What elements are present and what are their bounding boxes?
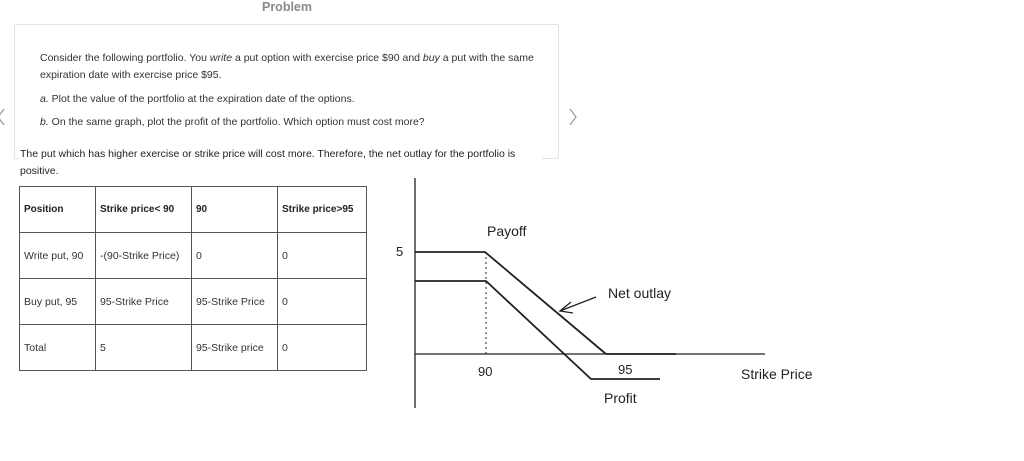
table-header-cell: Strike price< 90 bbox=[95, 186, 192, 233]
part-b-text: On the same graph, plot the profit of th… bbox=[48, 116, 425, 128]
table-header-cell: Strike price>95 bbox=[277, 186, 367, 233]
net-outlay-label: Net outlay bbox=[608, 285, 671, 301]
profit-label: Profit bbox=[604, 390, 637, 406]
table-cell: -(90-Strike Price) bbox=[95, 232, 192, 279]
payoff-label: Payoff bbox=[487, 223, 527, 239]
table-header-row: Position Strike price< 90 90 Strike pric… bbox=[19, 186, 367, 233]
arrow-head-icon bbox=[558, 301, 574, 314]
table-row: Buy put, 95 95-Strike Price 95-Strike Pr… bbox=[19, 278, 367, 325]
problem-part-a: a. Plot the value of the portfolio at th… bbox=[40, 93, 355, 105]
table-header-cell: 90 bbox=[191, 186, 278, 233]
problem-card: Consider the following portfolio. You wr… bbox=[14, 24, 559, 159]
intro-buy-emphasis: buy bbox=[422, 52, 440, 64]
part-a-text: Plot the value of the portfolio at the e… bbox=[48, 93, 355, 105]
payoff-line bbox=[415, 251, 607, 355]
x-axis-label: Strike Price bbox=[741, 366, 813, 382]
intro-text-3: a put with the same expiration date with… bbox=[40, 52, 534, 81]
table-cell: 0 bbox=[277, 232, 367, 279]
payoff-diagram: 5 Payoff Net outlay 90 95 Profit Strike … bbox=[396, 178, 813, 408]
intro-text-1: Consider the following portfolio. You bbox=[40, 52, 210, 64]
table-cell: 95-Strike Price bbox=[95, 278, 192, 325]
table-cell: 0 bbox=[191, 232, 278, 279]
table-row: Total 5 95-Strike price 0 bbox=[19, 324, 367, 371]
table-cell: 95-Strike price bbox=[191, 324, 278, 371]
table-cell: Total bbox=[19, 324, 96, 371]
net-outlay-arrow bbox=[559, 296, 597, 312]
x-tick-95-label: 95 bbox=[618, 362, 632, 377]
table-cell: 5 bbox=[95, 324, 192, 371]
problem-intro: Consider the following portfolio. You wr… bbox=[40, 50, 540, 84]
part-a-letter: a. bbox=[40, 93, 49, 105]
table-cell: 95-Strike Price bbox=[191, 278, 278, 325]
table-row: Write put, 90 -(90-Strike Price) 0 0 bbox=[19, 232, 367, 279]
profit-line bbox=[415, 280, 660, 380]
intro-text-2: a put option with exercise price $90 and bbox=[232, 52, 423, 64]
chevron-right-icon[interactable] bbox=[568, 106, 578, 128]
part-b-letter: b. bbox=[40, 116, 49, 128]
y-tick-label: 5 bbox=[396, 244, 403, 259]
table-header-cell: Position bbox=[19, 186, 96, 233]
chevron-left-icon[interactable] bbox=[0, 106, 6, 128]
x-tick-90-label: 90 bbox=[478, 364, 492, 379]
table-cell: Buy put, 95 bbox=[19, 278, 96, 325]
table-cell: 0 bbox=[277, 324, 367, 371]
table-cell: 0 bbox=[277, 278, 367, 325]
answer-text: The put which has higher exercise or str… bbox=[18, 145, 542, 181]
position-table: Position Strike price< 90 90 Strike pric… bbox=[19, 186, 367, 371]
table-cell: Write put, 90 bbox=[19, 232, 96, 279]
problem-part-b: b. On the same graph, plot the profit of… bbox=[40, 116, 425, 128]
problem-heading: Problem bbox=[261, 0, 312, 14]
intro-write-emphasis: write bbox=[209, 52, 233, 64]
